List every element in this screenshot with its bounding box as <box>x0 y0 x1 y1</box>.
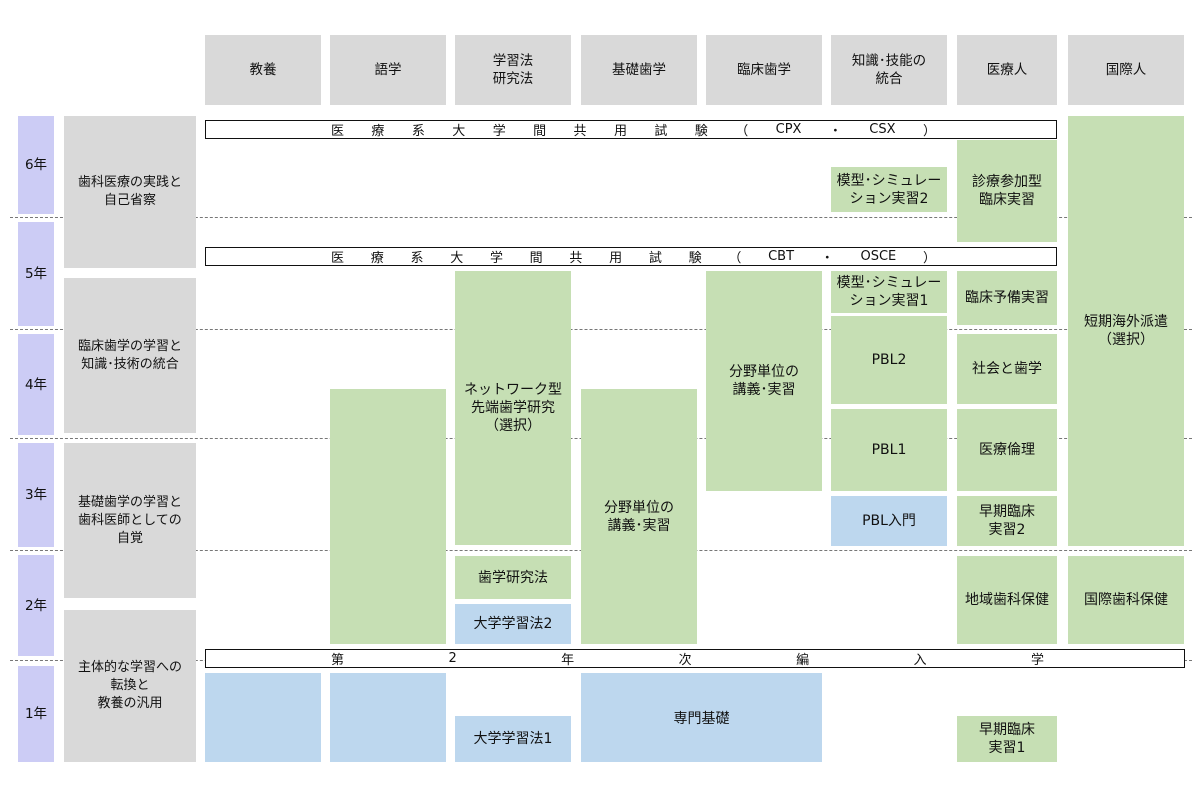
transfer-admission-bar: 第 2 年 次 編 入 学 <box>205 649 1185 668</box>
exam-char: 医 <box>331 251 345 266</box>
exam-char: 試 <box>648 251 662 266</box>
block-basic-lecture: 分野単位の 講義･実習 <box>581 389 697 644</box>
exam-char: 医 <box>331 124 345 139</box>
exam-char: 入 <box>913 653 927 668</box>
exam-bar-cbt: 医 療 系 大 学 間 共 用 試 験 （ CBT ・ OSCE ） <box>205 247 1057 266</box>
exam-char: 用 <box>613 124 627 139</box>
block-clinical-participation: 診療参加型 臨床実習 <box>957 140 1057 242</box>
year-label-2: 2年 <box>18 555 54 656</box>
exam-char: 2 <box>448 651 457 666</box>
exam-char: 間 <box>533 124 547 139</box>
header-international: 国際人 <box>1068 35 1184 105</box>
block-early-clinical-1: 早期臨床 実習1 <box>957 716 1057 762</box>
exam-char: 共 <box>569 251 583 266</box>
block-network-research: ネットワーク型 先端歯学研究 （選択） <box>455 271 571 545</box>
exam-char: （ <box>735 124 749 139</box>
year-divider <box>10 217 1192 218</box>
block-model-simulation-2: 模型･シミュレー ション実習2 <box>831 167 947 212</box>
block-languages-y1 <box>330 673 446 762</box>
year-label-4: 4年 <box>18 334 54 435</box>
block-languages <box>330 389 446 644</box>
year-label-5: 5年 <box>18 222 54 326</box>
block-pbl-intro: PBL入門 <box>831 496 947 546</box>
block-pbl2: PBL2 <box>831 316 947 404</box>
year-label-3: 3年 <box>18 443 54 547</box>
stage-practice-reflection: 歯科医療の実践と 自己省察 <box>64 116 196 268</box>
block-medical-ethics: 医療倫理 <box>957 409 1057 491</box>
header-medical-professional: 医療人 <box>957 35 1057 105</box>
block-model-simulation-1: 模型･シミュレー ション実習1 <box>831 271 947 313</box>
year-label-1: 1年 <box>18 666 54 762</box>
exam-char: 試 <box>654 124 668 139</box>
block-society-dentistry: 社会と歯学 <box>957 334 1057 404</box>
exam-char: 学 <box>1030 653 1044 668</box>
exam-char: ・ <box>828 124 842 139</box>
header-languages: 語学 <box>330 35 446 105</box>
exam-char: ） <box>922 124 936 139</box>
exam-char: （ <box>728 251 742 266</box>
exam-char: 年 <box>561 653 575 668</box>
exam-char: 学 <box>492 124 506 139</box>
block-specialized-basics: 専門基礎 <box>581 673 822 762</box>
exam-char: ・ <box>820 251 834 266</box>
exam-char: 用 <box>609 251 623 266</box>
exam-char: 系 <box>410 251 424 266</box>
header-clinical-dentistry: 臨床歯学 <box>706 35 822 105</box>
stage-active-learning: 主体的な学習への 転換と 教養の汎用 <box>64 610 196 762</box>
header-study-methods: 学習法 研究法 <box>455 35 571 105</box>
exam-bar-cpx: 医 療 系 大 学 間 共 用 試 験 （ CPX ・ CSX ） <box>205 120 1057 139</box>
header-basic-dentistry: 基礎歯学 <box>581 35 697 105</box>
exam-char: 学 <box>489 251 503 266</box>
header-liberal-arts: 教養 <box>205 35 321 105</box>
exam-char: ） <box>922 251 936 266</box>
stage-basic-awareness: 基礎歯学の学習と 歯科医師としての 自覚 <box>64 443 196 598</box>
block-early-clinical-2: 早期臨床 実習2 <box>957 496 1057 546</box>
exam-char: 大 <box>450 251 464 266</box>
exam-char: OSCE <box>860 249 897 264</box>
exam-char: 大 <box>452 124 466 139</box>
exam-char: 験 <box>694 124 708 139</box>
exam-char: 療 <box>370 251 384 266</box>
block-short-abroad: 短期海外派遣 （選択） <box>1068 116 1184 546</box>
exam-char: 系 <box>411 124 425 139</box>
exam-char: 共 <box>573 124 587 139</box>
block-community-health: 地域歯科保健 <box>957 556 1057 644</box>
block-liberal-arts-y1 <box>205 673 321 762</box>
exam-char: CSX <box>869 122 896 137</box>
exam-char: CPX <box>775 122 802 137</box>
exam-char: 編 <box>796 653 810 668</box>
block-dental-research: 歯学研究法 <box>455 556 571 599</box>
exam-char: 間 <box>529 251 543 266</box>
block-pbl1: PBL1 <box>831 409 947 491</box>
block-clinical-lecture: 分野単位の 講義･実習 <box>706 271 822 491</box>
exam-char: 験 <box>688 251 702 266</box>
block-clinical-prep: 臨床予備実習 <box>957 271 1057 325</box>
exam-char: 次 <box>678 653 692 668</box>
header-knowledge-integration: 知識･技能の 統合 <box>831 35 947 105</box>
year-divider <box>10 329 1192 330</box>
year-label-6: 6年 <box>18 116 54 214</box>
stage-clinical-integration: 臨床歯学の学習と 知識･技術の統合 <box>64 278 196 433</box>
exam-char: CBT <box>768 249 795 264</box>
block-univ-study-2: 大学学習法2 <box>455 604 571 644</box>
block-intl-health: 国際歯科保健 <box>1068 556 1184 644</box>
block-univ-study-1: 大学学習法1 <box>455 716 571 762</box>
exam-char: 第 <box>331 653 345 668</box>
exam-char: 療 <box>371 124 385 139</box>
